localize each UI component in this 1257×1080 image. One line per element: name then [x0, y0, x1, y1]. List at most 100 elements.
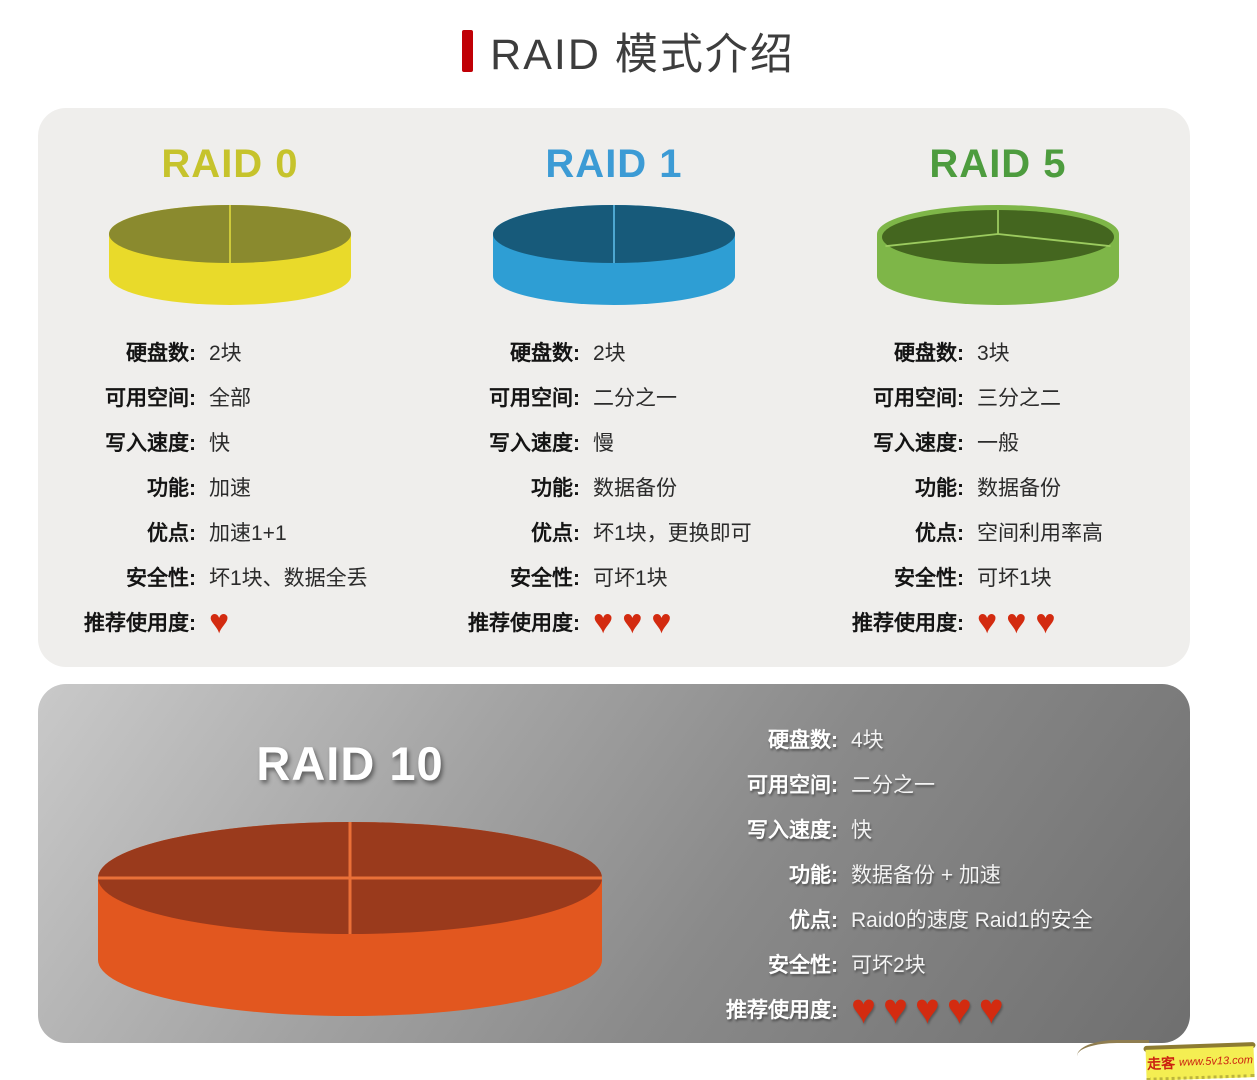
spec-row-advantage: 优点: Raid0的速度 Raid1的安全 [688, 896, 1168, 941]
spec-value: Raid0的速度 Raid1的安全 [851, 908, 1093, 932]
spec-label: 安全性: [768, 953, 838, 977]
raid0-specs: 硬盘数: 2块 可用空间: 全部 写入速度: 快 功能: 加速 优点: 加速 [38, 329, 422, 644]
spec-row-function: 功能: 数据备份 [806, 464, 1190, 509]
spec-value: 二分之一 [851, 773, 935, 797]
watermark-flag: 走客 www.5v13.com [1145, 1046, 1255, 1080]
spec-row-space: 可用空间: 二分之一 [422, 374, 806, 419]
spec-value: 数据备份 [977, 476, 1061, 500]
heart-icon: ♥ [914, 984, 940, 1032]
spec-row-speed: 写入速度: 一般 [806, 419, 1190, 464]
raid5-disk-graphic [872, 202, 1124, 314]
spec-row-disks: 硬盘数: 2块 [38, 329, 422, 374]
raid0-rating-hearts: ♥ [209, 605, 229, 639]
spec-label: 推荐使用度: [852, 611, 964, 635]
spec-label: 优点: [789, 908, 838, 932]
spec-label: 安全性: [894, 566, 964, 590]
spec-row-advantage: 优点: 空间利用率高 [806, 509, 1190, 554]
spec-row-disks: 硬盘数: 3块 [806, 329, 1190, 374]
spec-value: 加速1+1 [209, 521, 287, 545]
raid1-rating-hearts: ♥♥♥ [593, 605, 672, 639]
heart-icon: ♥ [651, 602, 672, 641]
spec-label: 硬盘数: [768, 728, 838, 752]
spec-label: 可用空间: [489, 386, 580, 410]
spec-row-space: 可用空间: 全部 [38, 374, 422, 419]
spec-row-function: 功能: 加速 [38, 464, 422, 509]
spec-value: 2块 [209, 341, 242, 365]
spec-value: 可坏2块 [851, 953, 926, 977]
spec-label: 功能: [915, 476, 964, 500]
spec-row-safety: 安全性: 可坏2块 [688, 941, 1168, 986]
raid0-title: RAID 0 [161, 142, 299, 186]
spec-value: 一般 [977, 431, 1019, 455]
spec-label: 安全性: [126, 566, 196, 590]
spec-row-rating: 推荐使用度: ♥ [38, 599, 422, 644]
raid10-specs: 硬盘数: 4块 可用空间: 二分之一 写入速度: 快 功能: 数据备份 + 加速… [688, 716, 1168, 1031]
spec-value: 慢 [593, 431, 614, 455]
spec-row-space: 可用空间: 二分之一 [688, 761, 1168, 806]
spec-label: 写入速度: [873, 431, 964, 455]
raid5-title: RAID 5 [929, 142, 1067, 186]
heart-icon: ♥ [1006, 602, 1027, 641]
raid10-rating-hearts: ♥♥♥♥♥ [851, 984, 1004, 1032]
watermark-banner: 走客 www.5v13.com [1143, 1042, 1256, 1080]
spec-label: 推荐使用度: [726, 998, 838, 1022]
raid1-disk-graphic [488, 202, 740, 314]
spec-value: 坏1块，更换即可 [593, 521, 752, 545]
spec-row-safety: 安全性: 可坏1块 [806, 554, 1190, 599]
spec-value: 2块 [593, 341, 626, 365]
spec-label: 安全性: [510, 566, 580, 590]
spec-value: 空间利用率高 [977, 521, 1103, 545]
page-title: RAID 模式介绍 [490, 31, 795, 79]
raid10-disk-graphic [90, 820, 610, 1020]
spec-value: 二分之一 [593, 386, 677, 410]
spec-row-speed: 写入速度: 快 [38, 419, 422, 464]
spec-row-function: 功能: 数据备份 + 加速 [688, 851, 1168, 896]
spec-label: 写入速度: [105, 431, 196, 455]
spec-row-safety: 安全性: 坏1块、数据全丢 [38, 554, 422, 599]
raid1-specs: 硬盘数: 2块 可用空间: 二分之一 写入速度: 慢 功能: 数据备份 优点: [422, 329, 806, 644]
spec-label: 优点: [915, 521, 964, 545]
heart-icon: ♥ [946, 984, 972, 1032]
spec-label: 写入速度: [747, 818, 838, 842]
spec-value: 快 [851, 818, 872, 842]
spec-row-speed: 写入速度: 慢 [422, 419, 806, 464]
spec-row-advantage: 优点: 加速1+1 [38, 509, 422, 554]
spec-value: 加速 [209, 476, 251, 500]
spec-row-disks: 硬盘数: 4块 [688, 716, 1168, 761]
raid0-disk-graphic [104, 202, 356, 314]
spec-label: 优点: [147, 521, 196, 545]
spec-label: 硬盘数: [510, 341, 580, 365]
raid5-column: RAID 5 硬盘数: 3块 可用空间: 三分之二 写入速度: 一般 功能: 数… [806, 108, 1190, 667]
raid1-column: RAID 1 硬盘数: 2块 可用空间: 二分之一 写入速度: 慢 功能: 数据… [422, 108, 806, 667]
spec-value: 坏1块、数据全丢 [209, 566, 368, 590]
spec-row-space: 可用空间: 三分之二 [806, 374, 1190, 419]
spec-label: 功能: [789, 863, 838, 887]
title-accent-bar [462, 30, 474, 72]
heart-icon: ♥ [1035, 602, 1056, 641]
watermark-site-url: www.5v13.com [1178, 1054, 1254, 1069]
heart-icon: ♥ [622, 602, 643, 641]
spec-value: 可坏1块 [593, 566, 668, 590]
spec-label: 功能: [531, 476, 580, 500]
spec-label: 硬盘数: [894, 341, 964, 365]
spec-label: 硬盘数: [126, 341, 196, 365]
spec-row-rating: 推荐使用度: ♥♥♥♥♥ [688, 986, 1168, 1031]
spec-row-disks: 硬盘数: 2块 [422, 329, 806, 374]
spec-value: 数据备份 [593, 476, 677, 500]
page-header: RAID 模式介绍 [0, 20, 1257, 82]
heart-icon: ♥ [882, 984, 908, 1032]
spec-value: 三分之二 [977, 386, 1061, 410]
spec-row-rating: 推荐使用度: ♥♥♥ [806, 599, 1190, 644]
spec-row-rating: 推荐使用度: ♥♥♥ [422, 599, 806, 644]
spec-label: 推荐使用度: [84, 611, 196, 635]
spec-label: 可用空间: [105, 386, 196, 410]
watermark-site-name: 走客 [1146, 1054, 1176, 1072]
spec-row-safety: 安全性: 可坏1块 [422, 554, 806, 599]
spec-value: 可坏1块 [977, 566, 1052, 590]
raid10-left-block: RAID 10 [38, 684, 662, 1043]
spec-label: 可用空间: [747, 773, 838, 797]
spec-value: 4块 [851, 728, 884, 752]
spec-value: 3块 [977, 341, 1010, 365]
heart-icon: ♥ [209, 602, 230, 641]
